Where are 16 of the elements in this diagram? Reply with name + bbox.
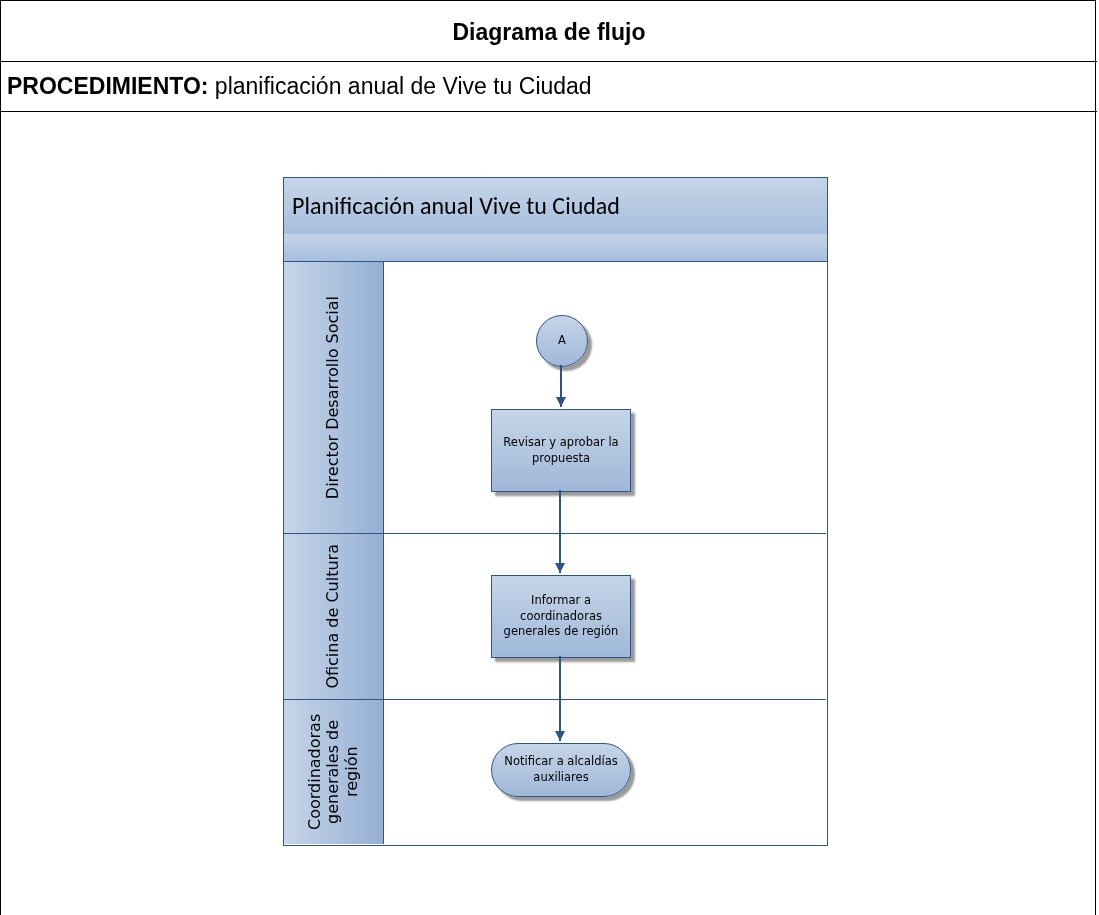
- terminal-shape: Notificar a alcaldías auxiliares: [491, 743, 631, 797]
- process-box: Informar a coordinadoras generales de región: [491, 575, 631, 658]
- lane-label: Oficina de Cultura: [324, 544, 343, 689]
- swimlane: [284, 533, 826, 699]
- procedure-heading: PROCEDIMIENTO: planificación anual de Vive tu Ciudad: [7, 73, 592, 100]
- swimlane-pool: [283, 177, 828, 846]
- arrow: [555, 489, 565, 574]
- swimlane: [284, 699, 826, 844]
- pool-title: Planificación anual Vive tu Ciudad: [284, 178, 827, 235]
- lane-label: Coordinadoras generales de región: [305, 712, 362, 833]
- connector-circle: A: [536, 315, 588, 367]
- diagram-title: Diagrama de flujo: [451, 19, 647, 46]
- process-box: Revisar y aprobar la propuesta: [491, 409, 631, 492]
- arrow: [556, 364, 566, 408]
- lane-label: Director Desarrollo Social: [324, 295, 343, 500]
- arrow: [555, 655, 565, 742]
